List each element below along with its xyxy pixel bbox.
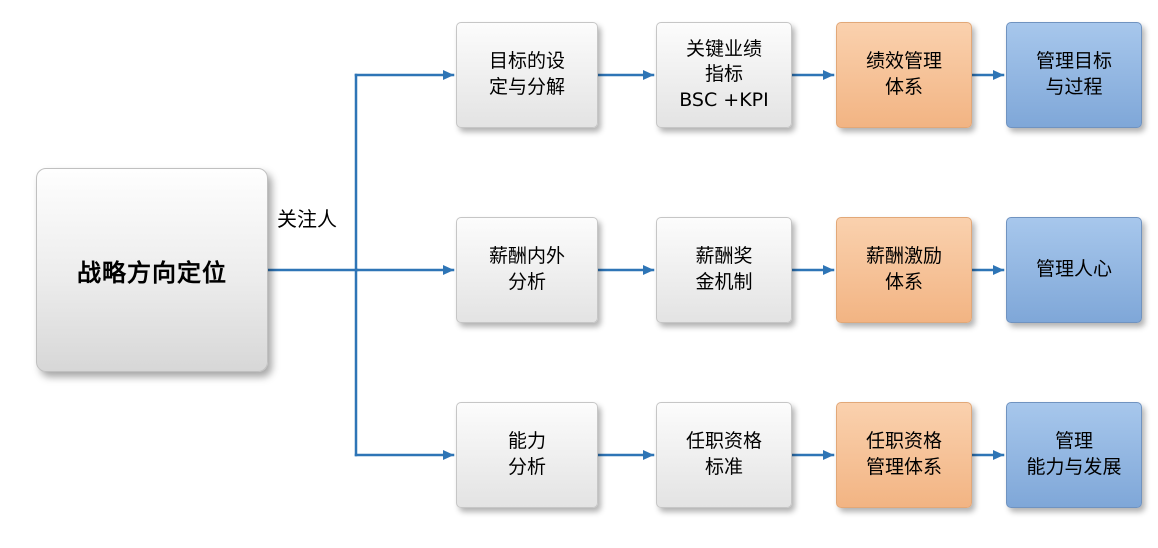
trunk-edges — [266, 73, 359, 457]
node-label: 绩效管理 体系 — [865, 50, 942, 98]
branch-label: 关注人 — [277, 207, 337, 231]
node-performance-system: 绩效管理 体系 — [836, 22, 972, 128]
node-kpi-bsc: 关键业绩 指标 BSC +KPI — [656, 22, 792, 128]
node-goal-setting: 目标的设 定与分解 — [456, 22, 598, 128]
root-node-strategy: 战略方向定位 — [36, 168, 268, 372]
node-label: 管理人心 — [1035, 258, 1112, 281]
node-label: 目标的设 定与分解 — [488, 50, 565, 98]
node-manage-hearts: 管理人心 — [1006, 217, 1142, 323]
node-manage-goals-process: 管理目标 与过程 — [1006, 22, 1142, 128]
node-label: 薪酬激励 体系 — [865, 245, 942, 293]
root-node-label: 战略方向定位 — [77, 258, 227, 287]
node-label: 任职资格 标准 — [685, 430, 762, 478]
node-incentive-system: 薪酬激励 体系 — [836, 217, 972, 323]
node-qualification-system: 任职资格 管理体系 — [836, 402, 972, 508]
node-manage-ability-development: 管理 能力与发展 — [1006, 402, 1142, 508]
node-label: 管理目标 与过程 — [1035, 50, 1112, 98]
node-label: 关键业绩 指标 BSC +KPI — [679, 37, 769, 111]
node-label: 薪酬内外 分析 — [488, 245, 565, 293]
node-qualification-standard: 任职资格 标准 — [656, 402, 792, 508]
branch-arrows — [354, 70, 455, 460]
node-label: 能力 分析 — [507, 430, 546, 478]
node-salary-analysis: 薪酬内外 分析 — [456, 217, 598, 323]
node-label: 管理 能力与发展 — [1026, 430, 1122, 478]
node-label: 薪酬奖 金机制 — [695, 245, 753, 293]
node-ability-analysis: 能力 分析 — [456, 402, 598, 508]
node-label: 任职资格 管理体系 — [865, 430, 942, 478]
node-bonus-mechanism: 薪酬奖 金机制 — [656, 217, 792, 323]
